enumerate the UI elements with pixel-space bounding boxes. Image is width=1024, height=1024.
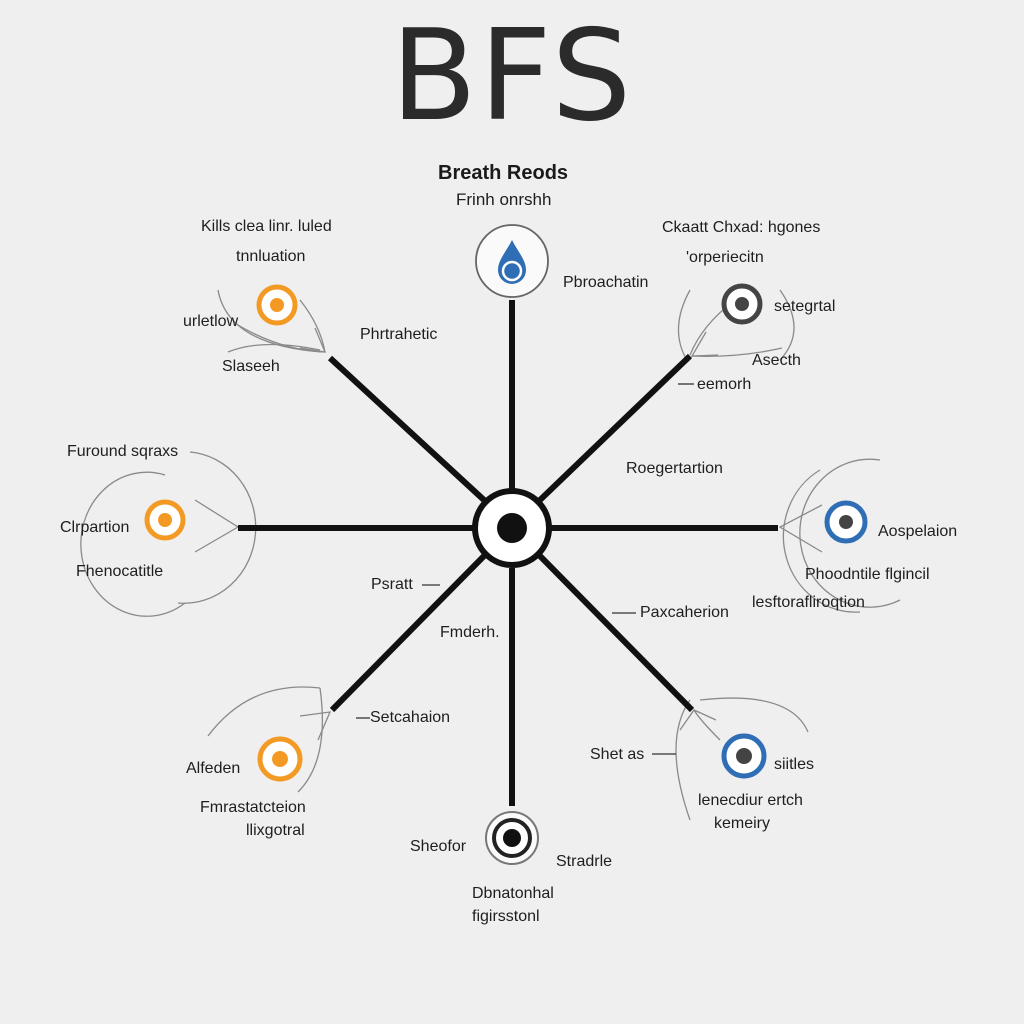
arc-top-left-arrow (299, 327, 327, 353)
node-bottom-left-lower-label-1: Fmrastatcteion (200, 799, 306, 816)
arc-bottom-right-3 (693, 709, 721, 741)
arc-left-1 (177, 451, 257, 604)
edge-top-right (537, 353, 693, 503)
node-top-right-leader-label: eemorh (697, 376, 752, 393)
arc-top-right-arrow (690, 331, 719, 357)
node-top-right-title: Ckaatt Chxad: hgones (662, 219, 821, 236)
edge-bottom-left (329, 553, 487, 713)
node-left-title: Furound sqraxs (67, 443, 179, 460)
arc-bottom-right-1 (675, 699, 691, 821)
node-top-left (256, 284, 298, 326)
edge-top-left (327, 355, 487, 503)
node-bottom-left-lower-label-2: llixgotral (246, 822, 305, 839)
node-bottom-right-lower-label-2: kemeiry (714, 815, 771, 832)
node-top-right-subtitle: 'orperiecitn (686, 249, 764, 266)
node-top-side-label: Pbroachatin (563, 274, 649, 291)
node-top-right (721, 283, 763, 325)
arc-bottom-left-2 (297, 687, 323, 793)
node-top-left-title: Kills clea linr. luled (201, 218, 332, 235)
center-node (472, 488, 552, 568)
edge-label-right: Roegertartion (626, 460, 723, 477)
edge-label-bottom-right: Paxcaherion (640, 604, 729, 621)
arc-left-2 (80, 471, 186, 617)
edges (238, 300, 778, 806)
node-left-side-label: Clrpartion (60, 519, 130, 536)
node-bottom-lower-label-1: Dbnatonhal (472, 885, 554, 902)
node-left (144, 499, 186, 541)
arc-bottom-right-2 (699, 697, 809, 733)
node-right-lower-label-2: lesftorafliroqtion (752, 594, 865, 611)
node-top-right-side-label: setegrtal (774, 298, 836, 315)
node-top-subtitle: Frinh onrshh (456, 190, 552, 209)
node-bottom-right-side-label: siitles (774, 756, 815, 773)
arc-right-2 (782, 469, 861, 613)
node-bottom-right-left-label: Shet as (590, 746, 645, 763)
node-top-right-lower-label: Asecth (752, 352, 801, 369)
arc-top-right-1 (677, 289, 691, 363)
node-arcs (80, 289, 901, 821)
arc-right-arrow-1 (778, 504, 823, 553)
node-bottom-right-label: Stradrle (556, 853, 613, 870)
node-right (824, 500, 868, 544)
edge-bottom-right (537, 553, 695, 713)
leader-lines (356, 383, 694, 755)
node-top (475, 224, 549, 298)
arc-bottom-left-3 (299, 711, 332, 741)
node-bottom-left (257, 736, 303, 782)
node-top-left-side-label: urletlow (183, 313, 239, 330)
page-title: BFS (390, 2, 634, 149)
node-bottom-lower-label-2: figirsstonl (472, 908, 540, 925)
arc-bottom-right-4 (679, 709, 717, 731)
node-bottom-right-lower-label-1: lenecdiur ertch (698, 792, 803, 809)
node-bottom-left-side-label: Alfeden (186, 760, 241, 777)
node-left-lower-label: Fhenocatitle (76, 563, 164, 580)
node-top-left-lower-label: Slaseeh (222, 358, 280, 375)
node-right-side-label: Aospelaion (878, 523, 958, 540)
arc-top-left-4 (227, 343, 321, 353)
arc-top-left-2 (299, 299, 326, 353)
node-bottom-left-label: Sheofor (410, 838, 467, 855)
edge-label-left-lower: Psratt (371, 576, 413, 593)
arc-right-1 (799, 458, 901, 608)
edge-label-top-left: Phrtrahetic (360, 326, 438, 343)
node-bottom-right (721, 733, 767, 779)
node-top-title: Breath Reods (438, 162, 569, 184)
node-top-left-subtitle: tnnluation (236, 248, 306, 265)
edge-label-bottom: Fmderh. (440, 624, 500, 641)
node-right-lower-label-1: Phoodntile flgincil (805, 566, 930, 583)
edge-label-bottom-left: Setcahaion (370, 709, 451, 726)
arc-top-right-2 (779, 289, 795, 361)
arc-left-arrow-1 (194, 499, 240, 553)
node-bottom (485, 811, 539, 865)
arc-bottom-left-1 (207, 686, 321, 737)
